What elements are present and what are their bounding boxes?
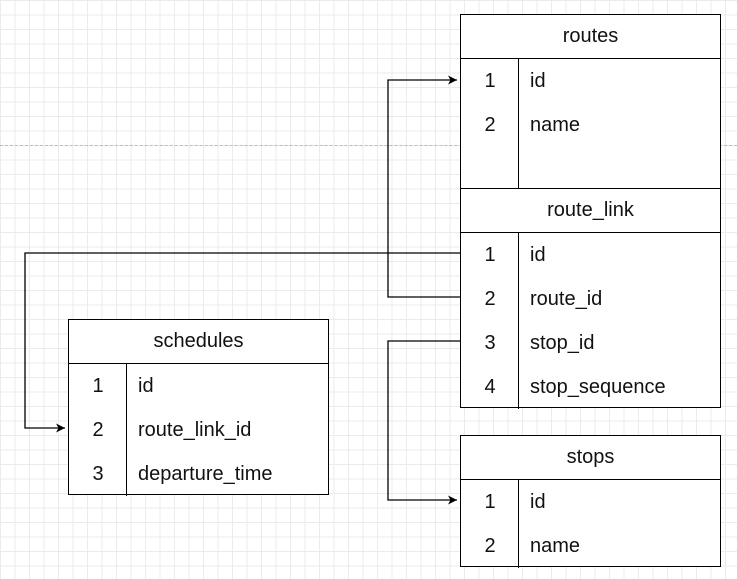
row-number: 2 — [484, 534, 496, 557]
table-route-link[interactable]: route_link 1 id 2 route_id 3 stop_id 4 stop_sequ… — [460, 188, 721, 409]
field-name: id — [530, 243, 546, 266]
table-row[interactable]: 2 name — [461, 524, 720, 568]
table-row[interactable]: 1 id — [461, 233, 720, 277]
column-divider — [126, 364, 127, 496]
table-title: schedules — [69, 320, 328, 364]
field-name: stop_sequence — [530, 375, 666, 398]
field-name: name — [530, 534, 581, 557]
row-number: 3 — [484, 331, 496, 354]
table-row[interactable]: 3 stop_id — [461, 321, 720, 365]
row-number: 1 — [484, 490, 496, 513]
table-title: stops — [461, 436, 720, 480]
column-divider — [518, 59, 519, 191]
column-divider — [518, 233, 519, 409]
table-title: routes — [461, 15, 720, 59]
table-row[interactable] — [461, 147, 720, 191]
table-title: route_link — [461, 189, 720, 233]
table-row[interactable]: 1 id — [461, 59, 720, 103]
field-name: name — [530, 113, 581, 136]
connector-route-link-to-routes[interactable] — [387, 75, 460, 298]
row-number: 3 — [92, 462, 104, 485]
table-row[interactable]: 1 id — [69, 364, 328, 408]
row-number: 4 — [484, 375, 496, 398]
table-row[interactable]: 4 stop_sequence — [461, 365, 720, 409]
field-name: route_id — [530, 287, 603, 310]
row-number: 1 — [484, 243, 496, 266]
table-schedules[interactable]: schedules 1 id 2 route_link_id 3 departure_tim… — [68, 319, 329, 496]
table-stops[interactable]: stops 1 id 2 name — [460, 435, 721, 568]
connector-route-link-to-stops[interactable] — [387, 340, 460, 505]
table-row[interactable]: 1 id — [461, 480, 720, 524]
table-routes[interactable]: routes 1 id 2 name — [460, 14, 721, 191]
row-number — [461, 147, 519, 191]
column-divider — [518, 480, 519, 568]
field-name: route_link_id — [138, 418, 252, 441]
field-name: departure_time — [138, 462, 273, 485]
row-number: 1 — [484, 69, 496, 92]
row-number: 2 — [92, 418, 104, 441]
field-name: id — [530, 490, 546, 513]
table-row[interactable]: 3 departure_time — [69, 452, 328, 496]
page-break-line — [0, 145, 737, 146]
row-number: 2 — [484, 113, 496, 136]
field-name: id — [138, 374, 154, 397]
field-name: stop_id — [530, 331, 595, 354]
row-number: 2 — [484, 287, 496, 310]
table-row[interactable]: 2 route_link_id — [69, 408, 328, 452]
row-number: 1 — [92, 374, 104, 397]
connector-route-link-to-schedules[interactable] — [24, 252, 460, 433]
table-row[interactable]: 2 name — [461, 103, 720, 147]
table-row[interactable]: 2 route_id — [461, 277, 720, 321]
field-name: id — [530, 69, 546, 92]
